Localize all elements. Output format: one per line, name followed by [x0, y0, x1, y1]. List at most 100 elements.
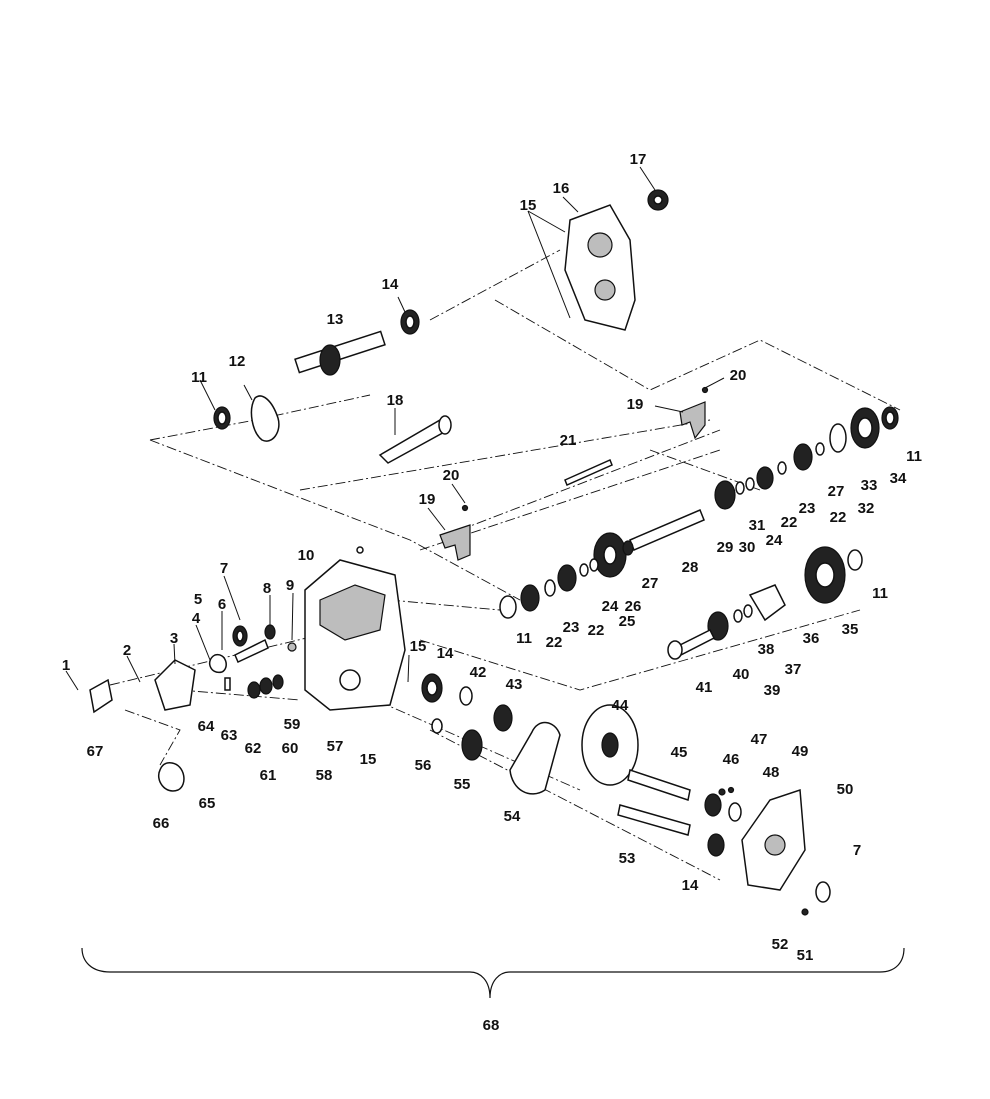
callout-22: 22	[781, 514, 798, 531]
callout-9: 9	[286, 577, 294, 594]
callout-33: 33	[861, 477, 878, 494]
upper-shaft-assembly	[213, 309, 420, 442]
callout-64: 64	[198, 718, 215, 735]
callout-59: 59	[284, 716, 301, 733]
callout-44: 44	[612, 697, 629, 714]
callout-1: 1	[62, 657, 70, 674]
callout-31: 31	[749, 517, 766, 534]
callout-27: 27	[828, 483, 845, 500]
lower-right-gear-group	[667, 546, 863, 660]
callout-11: 11	[516, 630, 532, 647]
callout-20: 20	[730, 367, 747, 384]
callout-11: 11	[872, 585, 888, 602]
callout-62: 62	[245, 740, 262, 757]
callout-22: 22	[588, 622, 605, 639]
lower-components	[421, 673, 639, 795]
callout-35: 35	[842, 621, 859, 638]
center-gear-cluster	[499, 558, 599, 619]
callout-20: 20	[443, 467, 460, 484]
callout-55: 55	[454, 776, 471, 793]
callout-48: 48	[763, 764, 780, 781]
callout-4: 4	[192, 610, 201, 627]
callout-24: 24	[766, 532, 783, 549]
callout-23: 23	[563, 619, 580, 636]
main-shaft-28	[593, 509, 705, 578]
callout-10: 10	[298, 547, 315, 564]
callout-43: 43	[506, 676, 523, 693]
callout-7: 7	[220, 560, 228, 577]
leader-lines	[65, 166, 725, 691]
callout-23: 23	[799, 500, 816, 517]
callout-38: 38	[758, 641, 775, 658]
callout-19: 19	[419, 491, 436, 508]
callout-29: 29	[717, 539, 734, 556]
callout-51: 51	[797, 947, 814, 964]
right-gear-cluster	[714, 406, 899, 510]
callout-66: 66	[153, 815, 170, 832]
callout-15: 15	[410, 638, 427, 655]
callouts: 1 2 3 4 5 6 7 7 8 9 10 11 11 11 11 12 13…	[62, 151, 922, 1034]
left-subassembly	[89, 624, 297, 792]
callout-27: 27	[642, 575, 659, 592]
callout-11: 11	[191, 369, 207, 386]
callout-39: 39	[764, 682, 781, 699]
callout-13: 13	[327, 311, 344, 328]
callout-2: 2	[123, 642, 131, 659]
callout-46: 46	[723, 751, 740, 768]
top-cover-16	[564, 189, 669, 331]
callout-42: 42	[470, 664, 487, 681]
callout-49: 49	[792, 743, 809, 760]
callout-30: 30	[739, 539, 756, 556]
callout-26: 26	[625, 598, 642, 615]
callout-67: 67	[87, 743, 104, 760]
callout-16: 16	[553, 180, 570, 197]
callout-12: 12	[229, 353, 246, 370]
callout-65: 65	[199, 795, 216, 812]
callout-25: 25	[619, 613, 636, 630]
callout-50: 50	[837, 781, 854, 798]
callout-60: 60	[282, 740, 299, 757]
callout-45: 45	[671, 744, 688, 761]
callout-68: 68	[483, 1017, 500, 1034]
callout-3: 3	[170, 630, 178, 647]
callout-53: 53	[619, 850, 636, 867]
assembly-axes	[109, 249, 901, 881]
callout-40: 40	[733, 666, 750, 683]
callout-17: 17	[630, 151, 647, 168]
callout-8: 8	[263, 580, 271, 597]
callout-19: 19	[627, 396, 644, 413]
callout-63: 63	[221, 727, 238, 744]
callout-18: 18	[387, 392, 404, 409]
callout-34: 34	[890, 470, 907, 487]
callout-56: 56	[415, 757, 432, 774]
main-housing-57	[304, 546, 406, 711]
callout-41: 41	[696, 679, 713, 696]
callout-47: 47	[751, 731, 768, 748]
callout-32: 32	[858, 500, 875, 517]
callout-11: 11	[906, 448, 922, 465]
callout-14: 14	[437, 645, 454, 662]
callout-22: 22	[830, 509, 847, 526]
callout-15: 15	[520, 197, 537, 214]
output-assembly	[617, 769, 831, 916]
callout-28: 28	[682, 559, 699, 576]
assembly-brace	[81, 947, 905, 999]
callout-7: 7	[853, 842, 861, 859]
shift-forks	[439, 386, 709, 561]
callout-37: 37	[785, 661, 802, 678]
callout-61: 61	[260, 767, 277, 784]
shaft-18	[378, 415, 452, 464]
callout-22: 22	[546, 634, 563, 651]
callout-36: 36	[803, 630, 820, 647]
callout-15: 15	[360, 751, 377, 768]
callout-54: 54	[504, 808, 521, 825]
callout-6: 6	[218, 596, 226, 613]
callout-57: 57	[327, 738, 344, 755]
shift-rod-21	[564, 458, 613, 487]
callout-52: 52	[772, 936, 789, 953]
callout-5: 5	[194, 591, 202, 608]
callout-24: 24	[602, 598, 619, 615]
callout-58: 58	[316, 767, 333, 784]
callout-14: 14	[682, 877, 699, 894]
